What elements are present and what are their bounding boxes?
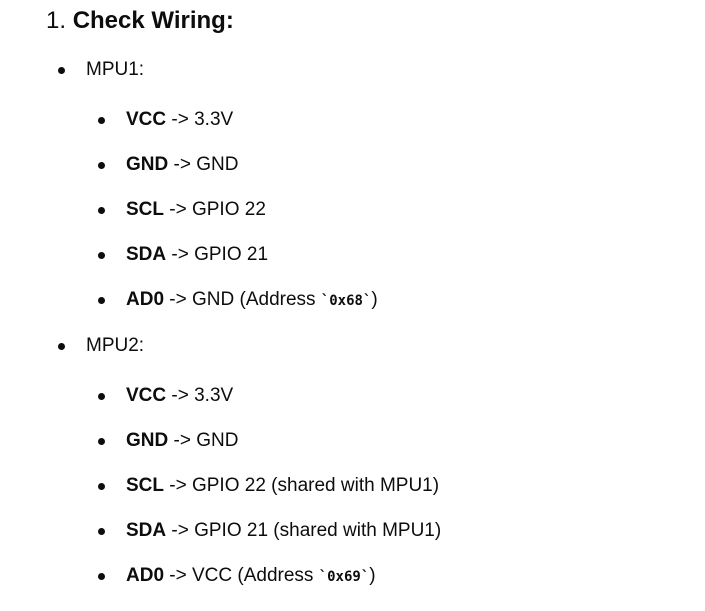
section-number: 1. — [46, 7, 67, 34]
bullet-icon — [98, 162, 105, 169]
pin-name: SDA — [126, 244, 167, 265]
pin-connection: -> 3.3V — [166, 109, 234, 130]
pin-name: VCC — [126, 109, 167, 130]
pin-name: AD0 — [126, 289, 165, 310]
pin-connection: -> GND — [168, 430, 239, 451]
pin-connection: -> 3.3V — [166, 385, 234, 406]
address-code: `0x68` — [320, 293, 372, 309]
pin-connection-end: ) — [371, 289, 378, 310]
group-label: MPU2: — [86, 335, 145, 356]
pin-name: AD0 — [126, 565, 165, 586]
bullet-icon — [98, 117, 105, 124]
pin-name: GND — [126, 430, 169, 451]
pin-connection: -> GND (Address — [164, 289, 321, 310]
bullet-icon — [98, 483, 105, 490]
pin-name: SCL — [126, 475, 164, 496]
pin-name: SDA — [126, 520, 167, 541]
pin-name: VCC — [126, 385, 167, 406]
address-code: `0x69` — [318, 569, 370, 585]
bullet-icon — [58, 67, 65, 74]
bullet-icon — [98, 438, 105, 445]
pin-name: SCL — [126, 199, 164, 220]
section-heading: 1. Check Wiring: — [46, 6, 234, 36]
bullet-icon — [98, 252, 105, 259]
section-title: Check Wiring: — [72, 7, 234, 34]
pin-connection: -> GPIO 22 — [164, 199, 266, 220]
pin-connection: -> GPIO 22 (shared with MPU1) — [164, 475, 440, 496]
pin-connection-end: ) — [369, 565, 376, 586]
pin-connection: -> GND — [168, 154, 239, 175]
bullet-icon — [98, 573, 105, 580]
pin-connection: -> GPIO 21 (shared with MPU1) — [166, 520, 442, 541]
pin-name: GND — [126, 154, 169, 175]
bullet-icon — [98, 528, 105, 535]
bullet-icon — [98, 207, 105, 214]
pin-connection: -> GPIO 21 — [166, 244, 269, 265]
bullet-icon — [98, 297, 105, 304]
bullet-icon — [58, 343, 65, 350]
group-label: MPU1: — [86, 59, 145, 80]
pin-connection: -> VCC (Address — [164, 565, 319, 586]
bullet-icon — [98, 393, 105, 400]
